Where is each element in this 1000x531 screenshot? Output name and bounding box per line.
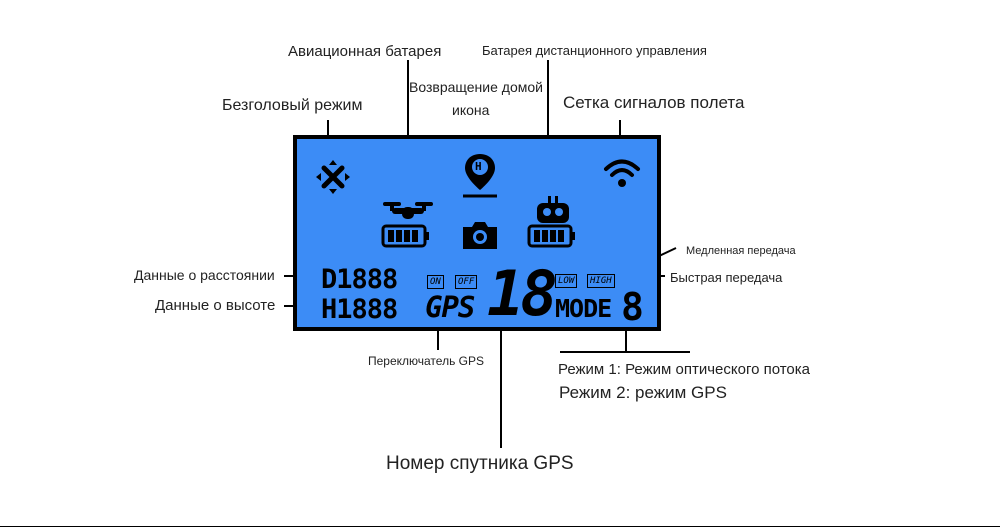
gps-switch-label: Переключатель GPS [368, 354, 484, 368]
slow-speed-label: Медленная передача [686, 245, 796, 257]
distance-readout: D1888 [321, 264, 398, 295]
camera-icon [463, 222, 497, 249]
bottom-divider [0, 526, 1000, 527]
aircraft-battery-label: Авиационная батарея [288, 43, 442, 60]
remote-battery-label: Батарея дистанционного управления [482, 43, 707, 58]
mode1-label: Режим 1: Режим оптического потока [558, 361, 811, 378]
remote-controller-icon [537, 196, 569, 223]
gps-indicator: GPS [425, 290, 475, 324]
aircraft-icon [383, 202, 433, 219]
satellite-digits: 18 [487, 257, 558, 330]
low-speed-indicator: LOW [555, 274, 578, 288]
satellite-number-label: Номер спутника GPS [386, 453, 574, 474]
battery-icon [527, 224, 575, 248]
headless-mode-label: Безголовый режим [222, 97, 363, 114]
wifi-signal-icon [604, 159, 640, 187]
fast-speed-label: Быстрая передача [670, 270, 783, 285]
altitude-readout: H1888 [321, 294, 398, 325]
signal-grid-label: Сетка сигналов полета [563, 93, 745, 112]
home-pin-icon [463, 154, 497, 198]
return-home-label-line1: Возвращение домой [409, 79, 543, 95]
lcd-display: H [293, 135, 661, 331]
mode-readout: MODE [555, 294, 612, 323]
altitude-data-label: Данные о высоте [155, 297, 276, 314]
home-pin-letter: H [475, 160, 482, 173]
gps-on-indicator: ON [427, 275, 444, 289]
return-home-label-line2: икона [452, 102, 490, 118]
distance-data-label: Данные о расстоянии [134, 267, 275, 283]
mode-digit: 8 [621, 285, 644, 329]
gps-off-indicator: OFF [455, 275, 478, 289]
drone-headless-icon [316, 160, 350, 194]
mode2-label: Режим 2: режим GPS [559, 383, 727, 402]
battery-icon [381, 224, 429, 248]
high-speed-indicator: HIGH [587, 274, 615, 288]
